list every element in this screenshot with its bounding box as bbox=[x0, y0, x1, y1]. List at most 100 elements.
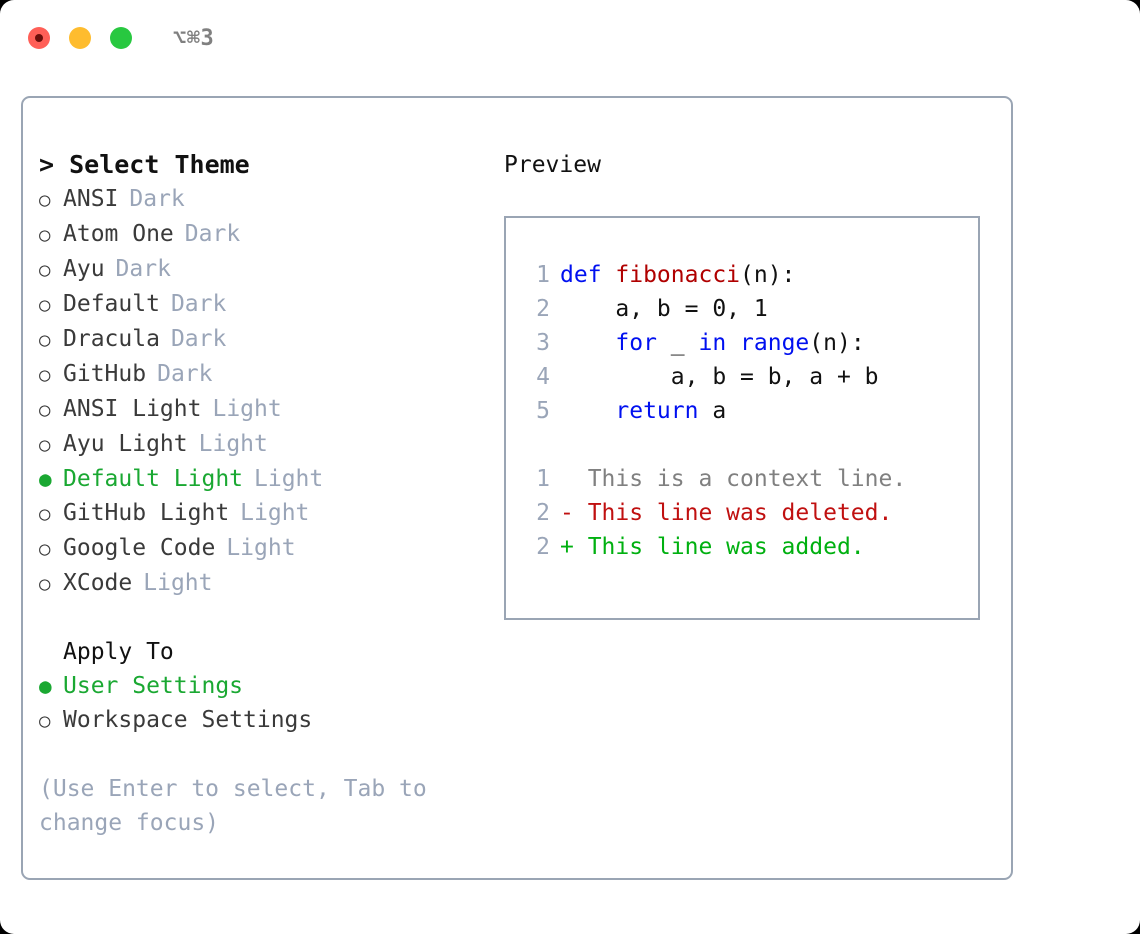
code-token-plain: _ bbox=[656, 330, 699, 356]
code-token-del: - This line was deleted. bbox=[560, 500, 893, 526]
code-line: 1 def fibonacci(n): bbox=[524, 258, 978, 292]
theme-option-variant-badge: Dark bbox=[170, 291, 227, 317]
code-token-kw: return bbox=[615, 398, 699, 424]
theme-option-dracula[interactable]: ○ Dracula Dark bbox=[39, 322, 459, 357]
theme-option-default-light[interactable]: ● Default Light Light bbox=[39, 462, 459, 496]
theme-option-github[interactable]: ○ GitHub Dark bbox=[39, 357, 459, 392]
theme-option-label: Atom One bbox=[63, 221, 174, 247]
code-token-fn: fibonacci bbox=[615, 262, 741, 288]
theme-option-label: ANSI Light bbox=[63, 396, 202, 422]
close-icon bbox=[35, 34, 43, 42]
radio-unselected-icon: ○ bbox=[39, 294, 51, 316]
line-number: 4 bbox=[536, 364, 550, 390]
theme-option-variant-badge: Dark bbox=[129, 186, 185, 212]
code-token-kw: for bbox=[615, 330, 657, 356]
code-token-plain: (n): bbox=[740, 262, 796, 288]
theme-option-variant-badge: Light bbox=[254, 466, 324, 492]
radio-unselected-icon: ○ bbox=[39, 364, 51, 386]
theme-option-variant-badge: Light bbox=[212, 396, 282, 422]
theme-option-ayu[interactable]: ○ Ayu Dark bbox=[39, 252, 459, 287]
apply-to-option-workspace-settings[interactable]: ○Workspace Settings bbox=[39, 703, 459, 738]
theme-option-google-code[interactable]: ○ Google Code Light bbox=[39, 531, 459, 566]
theme-option-label: ANSI bbox=[63, 186, 119, 212]
line-number: 2 bbox=[536, 534, 550, 560]
line-number: 3 bbox=[536, 330, 550, 356]
diff-line: 2 + This line was added. bbox=[524, 530, 978, 564]
code-token-kw: in bbox=[698, 330, 727, 356]
theme-option-ansi[interactable]: ○ ANSI Dark bbox=[39, 182, 459, 217]
radio-unselected-icon: ○ bbox=[39, 538, 51, 560]
theme-option-label: Google Code bbox=[63, 535, 216, 561]
theme-option-variant-badge: Dark bbox=[157, 361, 213, 387]
code-token-plain: a bbox=[698, 398, 727, 424]
code-line-text: return a bbox=[560, 394, 726, 428]
apply-to-option-list: ●User Settings○Workspace Settings bbox=[39, 669, 459, 738]
code-token-add: + This line was added. bbox=[560, 534, 865, 560]
radio-selected-icon: ● bbox=[39, 674, 52, 698]
theme-option-atom-one[interactable]: ○ Atom One Dark bbox=[39, 217, 459, 252]
code-token-ctx: This is a context line. bbox=[560, 466, 907, 492]
code-line-text: a, b = 0, 1 bbox=[560, 292, 767, 326]
line-number: 5 bbox=[536, 398, 550, 424]
theme-option-label: Dracula bbox=[63, 326, 160, 352]
theme-option-label: Ayu bbox=[63, 256, 105, 282]
theme-option-default[interactable]: ○ Default Dark bbox=[39, 287, 459, 322]
line-number: 2 bbox=[536, 500, 550, 526]
code-token-plain bbox=[726, 330, 740, 356]
code-line: 2 a, b = 0, 1 bbox=[524, 292, 978, 326]
line-number: 1 bbox=[536, 466, 550, 492]
radio-unselected-icon: ○ bbox=[39, 189, 51, 211]
diff-line: 1 This is a context line. bbox=[524, 462, 978, 496]
code-token-plain bbox=[560, 330, 615, 356]
code-line: 5 return a bbox=[524, 394, 978, 428]
keyboard-shortcut-label: ⌥⌘3 bbox=[173, 25, 215, 51]
theme-option-label: Ayu Light bbox=[63, 431, 188, 457]
code-token-plain bbox=[560, 398, 615, 424]
code-line-text: + This line was added. bbox=[560, 530, 865, 564]
radio-unselected-icon: ○ bbox=[39, 503, 51, 525]
apply-to-section: Apply To ●User Settings○Workspace Settin… bbox=[39, 635, 459, 738]
code-line: 3 for _ in range(n): bbox=[524, 326, 978, 360]
diff-line: 2 - This line was deleted. bbox=[524, 496, 978, 530]
radio-selected-icon: ● bbox=[39, 467, 52, 491]
code-token-plain: a, b = b, a + b bbox=[560, 364, 879, 390]
theme-option-label: Default bbox=[63, 291, 160, 317]
theme-option-variant-badge: Light bbox=[143, 570, 213, 596]
code-line-text: def fibonacci(n): bbox=[560, 258, 795, 292]
minimize-window-button[interactable] bbox=[69, 27, 91, 49]
code-token-plain: (n): bbox=[809, 330, 865, 356]
apply-to-option-label: Workspace Settings bbox=[63, 707, 313, 733]
radio-unselected-icon: ○ bbox=[39, 259, 51, 281]
apply-to-title: Apply To bbox=[63, 639, 174, 665]
theme-option-variant-badge: Light bbox=[198, 431, 268, 457]
theme-option-label: Default Light bbox=[63, 466, 244, 492]
theme-option-variant-badge: Dark bbox=[184, 221, 241, 247]
radio-unselected-icon: ○ bbox=[39, 329, 51, 351]
radio-unselected-icon: ○ bbox=[39, 399, 51, 421]
theme-option-label: GitHub Light bbox=[63, 500, 230, 526]
traffic-lights bbox=[28, 27, 132, 49]
code-token-kw: range bbox=[740, 330, 810, 356]
theme-option-variant-badge: Dark bbox=[170, 326, 227, 352]
code-line-text: - This line was deleted. bbox=[560, 496, 892, 530]
radio-unselected-icon: ○ bbox=[39, 224, 51, 246]
theme-option-variant-badge: Light bbox=[226, 535, 296, 561]
line-number: 1 bbox=[536, 262, 550, 288]
apply-to-option-user-settings[interactable]: ●User Settings bbox=[39, 669, 459, 703]
close-window-button[interactable] bbox=[28, 27, 50, 49]
theme-option-variant-badge: Dark bbox=[115, 256, 171, 282]
code-line: 4 a, b = b, a + b bbox=[524, 360, 978, 394]
theme-option-label: GitHub bbox=[63, 361, 147, 387]
theme-option-ansi-light[interactable]: ○ ANSI Light Light bbox=[39, 392, 459, 427]
maximize-window-button[interactable] bbox=[110, 27, 132, 49]
diff-sample-block: 1 This is a context line. 2 - This line wa… bbox=[524, 462, 978, 564]
keyboard-hint-text: (Use Enter to select, Tab to change focu… bbox=[39, 776, 427, 836]
